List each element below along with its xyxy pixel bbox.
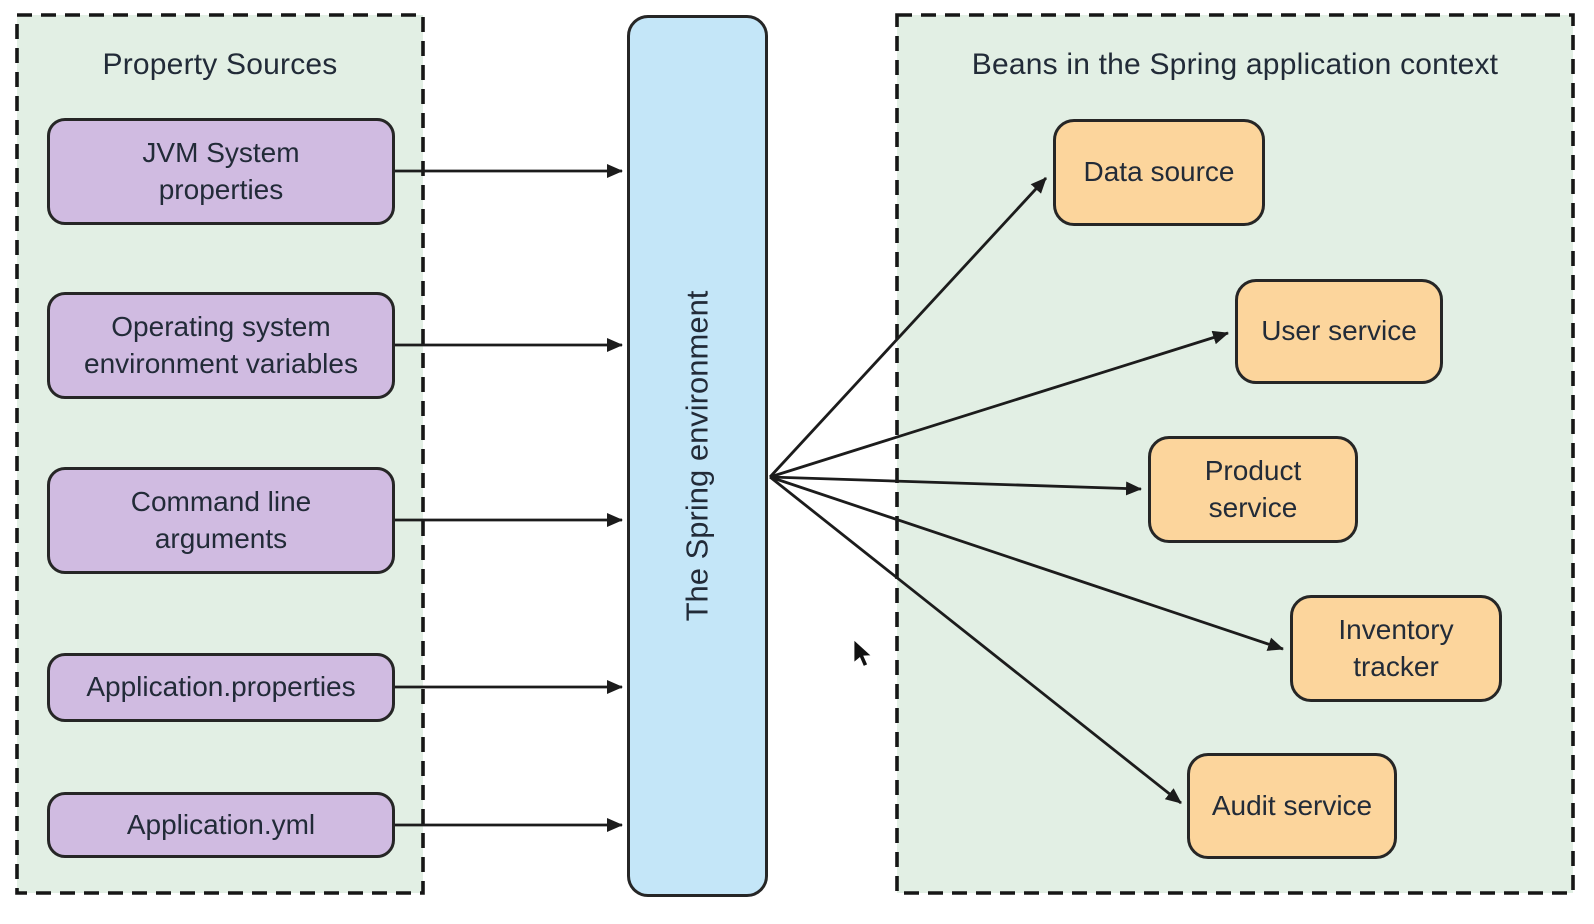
node-application-properties: Application.properties xyxy=(47,653,395,722)
node-user-service: User service xyxy=(1235,279,1443,384)
node-spring-environment: The Spring environment xyxy=(627,15,768,897)
property-sources-title: Property Sources xyxy=(102,48,338,81)
beans-panel-title: Beans in the Spring application context xyxy=(971,48,1499,81)
node-os-environment-variables: Operating system environment variables xyxy=(47,292,395,399)
property-sources-dashed-border xyxy=(15,13,425,895)
edge-environment-to-user-service xyxy=(769,330,1229,479)
node-jvm-system-properties: JVM System properties xyxy=(47,118,395,225)
edge-environment-to-data-source xyxy=(768,177,1048,478)
node-product-service: Product service xyxy=(1148,436,1358,543)
beans-panel-dashed-border xyxy=(895,13,1575,895)
node-audit-service: Audit service xyxy=(1187,753,1397,859)
spring-environment-label: The Spring environment xyxy=(679,290,715,622)
edge-environment-to-product-service xyxy=(769,475,1142,496)
node-inventory-tracker: Inventory tracker xyxy=(1290,595,1502,702)
edge-environment-to-audit-service xyxy=(769,475,1182,805)
node-command-line-arguments: Command line arguments xyxy=(47,467,395,574)
edge-environment-to-inventory-tracker xyxy=(769,475,1284,651)
node-application-yml: Application.yml xyxy=(47,792,395,858)
mouse-pointer-icon xyxy=(853,640,873,667)
node-data-source: Data source xyxy=(1053,119,1265,226)
